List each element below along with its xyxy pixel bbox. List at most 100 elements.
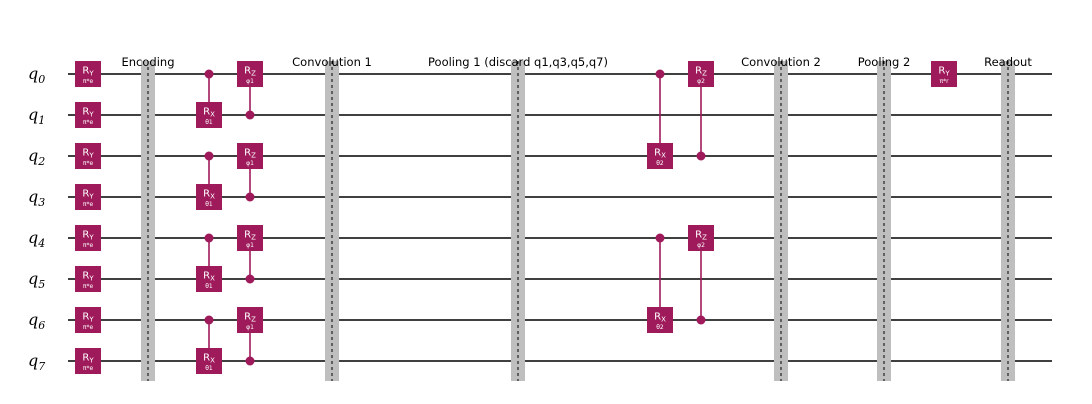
barrier-band <box>511 61 525 381</box>
gate-letter: R <box>244 312 251 323</box>
gate-letter: R <box>203 189 210 200</box>
gate-box <box>688 225 714 251</box>
qubit-index: 3 <box>38 196 45 209</box>
gate-box <box>75 348 101 374</box>
qubit-letter: q <box>28 269 38 288</box>
gate-box <box>237 307 263 333</box>
qubit-label: q7 <box>28 351 45 373</box>
gate-letter: R <box>654 148 661 159</box>
gate-param: θ2 <box>656 324 664 331</box>
qubit-label: q4 <box>28 228 45 250</box>
gate-name: RZ <box>244 312 256 324</box>
gate-letter: R <box>203 353 210 364</box>
barrier-band <box>141 61 155 381</box>
gate-name: RY <box>82 189 94 201</box>
gate: RYπ*e <box>75 184 101 210</box>
gate-param: φ1 <box>246 78 254 85</box>
gate-letter: R <box>82 271 89 282</box>
gate-box <box>75 143 101 169</box>
gate-axis: X <box>210 357 215 365</box>
gate-name: RY <box>82 148 94 160</box>
gate-param: π*e <box>83 283 94 290</box>
gate-letter: R <box>82 230 89 241</box>
gate-name: RY <box>82 312 94 324</box>
gate-box <box>75 266 101 292</box>
qubit-label: q0 <box>28 64 45 86</box>
gate: RYπ*r <box>931 61 957 87</box>
gate-letter: R <box>244 148 251 159</box>
gate-axis: X <box>661 316 666 324</box>
control-dot <box>204 151 214 161</box>
gate-axis: Y <box>88 316 94 324</box>
barrier <box>774 61 788 381</box>
gate-name: RX <box>203 271 215 283</box>
gate-axis: Y <box>88 70 94 78</box>
qubit-letter: q <box>28 228 38 247</box>
gate: RYπ*e <box>75 348 101 374</box>
gate-box <box>237 61 263 87</box>
qubit-label: q6 <box>28 310 45 332</box>
control-dot <box>204 315 214 325</box>
gate-letter: R <box>695 66 702 77</box>
barrier-band <box>1001 61 1015 381</box>
gate-name: RY <box>82 230 94 242</box>
gate-letter: R <box>244 66 251 77</box>
gate: RYπ*e <box>75 225 101 251</box>
gate-box <box>75 307 101 333</box>
gate-axis: Y <box>88 111 94 119</box>
qubit-label: q1 <box>28 105 45 127</box>
qubit-index: 1 <box>38 114 45 127</box>
control-dot <box>245 356 255 366</box>
gate: RYπ*e <box>75 143 101 169</box>
gate-name: RY <box>938 66 950 78</box>
gate-param: φ1 <box>246 160 254 167</box>
gate-param: φ1 <box>246 324 254 331</box>
qubit-label: q3 <box>28 187 45 209</box>
gate-param: π*e <box>83 201 94 208</box>
gate-letter: R <box>695 230 702 241</box>
qubit-index: 5 <box>38 278 45 291</box>
gate-param: θ1 <box>205 201 213 208</box>
gate-axis: X <box>210 275 215 283</box>
gate-name: RZ <box>244 148 256 160</box>
gate-param: θ1 <box>205 283 213 290</box>
gate-letter: R <box>203 107 210 118</box>
section-label: Pooling 1 (discard q1,q3,q5,q7) <box>428 55 608 69</box>
qubit-wires <box>68 73 1052 362</box>
gate-axis: Y <box>88 357 94 365</box>
gate-axis: Y <box>88 234 94 242</box>
barrier-band <box>325 61 339 381</box>
gate-param: π*r <box>939 78 949 85</box>
qubit-letter: q <box>28 105 38 124</box>
gate-param: θ1 <box>205 119 213 126</box>
gate-letter: R <box>82 312 89 323</box>
gate-box <box>237 143 263 169</box>
gate-box <box>647 307 673 333</box>
gate-axis: Y <box>944 70 950 78</box>
gate-name: RY <box>82 107 94 119</box>
control-dot <box>204 69 214 79</box>
gate-box <box>647 143 673 169</box>
control-dot <box>245 274 255 284</box>
barriers <box>141 61 1015 381</box>
barrier-band <box>774 61 788 381</box>
barrier <box>325 61 339 381</box>
gate-name: RY <box>82 66 94 78</box>
gate-box <box>75 102 101 128</box>
gate-axis: X <box>210 193 215 201</box>
gate-name: RZ <box>695 230 707 242</box>
gate-param: π*e <box>83 78 94 85</box>
gate-box <box>75 61 101 87</box>
gate-box <box>688 61 714 87</box>
gate-box <box>931 61 957 87</box>
gate-param: π*e <box>83 242 94 249</box>
gate-axis: Y <box>88 152 94 160</box>
qubit-index: 7 <box>38 360 45 373</box>
gate-box <box>196 266 222 292</box>
